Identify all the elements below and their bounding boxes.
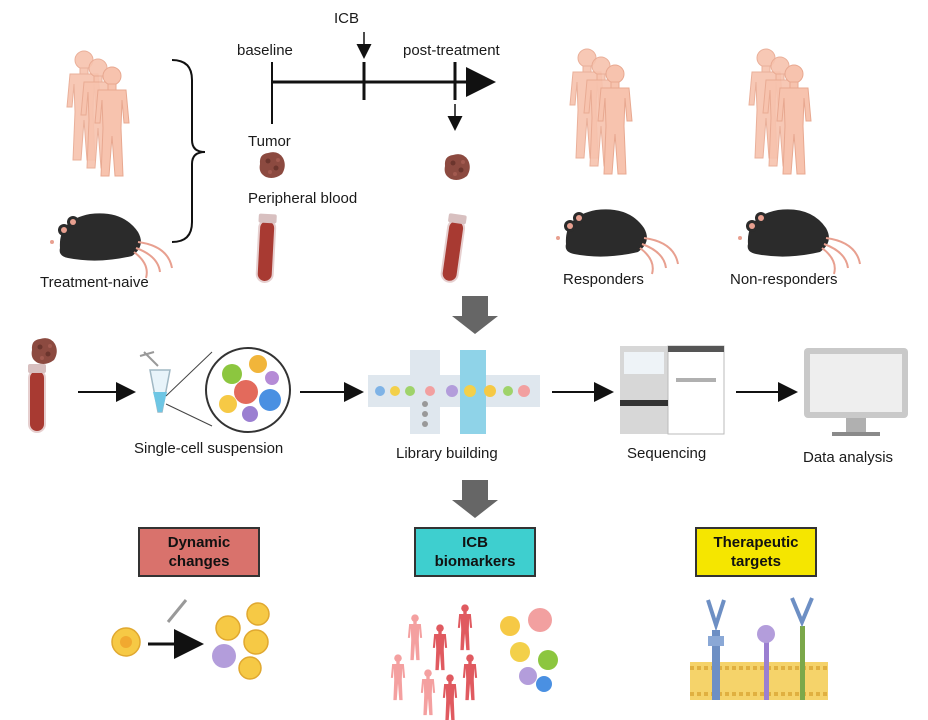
workflow-blood-tube-icon	[27, 363, 47, 433]
icb-biomarkers-line2: biomarkers	[434, 553, 516, 570]
non-responders-label: Non-responders	[730, 271, 838, 288]
dynamic-changes-box: Dynamic changes	[138, 527, 260, 577]
icb-label: ICB	[334, 10, 360, 27]
single-cell-suspension-label: Single-cell suspension	[134, 440, 284, 457]
icb-biomarkers-illustration	[390, 604, 558, 720]
sequencing-label: Sequencing	[627, 445, 707, 462]
post-tumor-icon	[444, 154, 470, 180]
sequencer-icon	[620, 345, 725, 435]
dynamic-changes-line2: changes	[168, 553, 230, 570]
treatment-naive-mouse-icon	[49, 212, 173, 279]
workflow-tumor-icon	[31, 338, 57, 364]
data-analysis-label: Data analysis	[803, 449, 894, 466]
therapeutic-targets-box: Therapeutic targets	[695, 527, 817, 577]
dynamic-changes-line1: Dynamic	[167, 534, 231, 551]
therapeutic-targets-illustration	[690, 597, 828, 700]
cell-suspension-circle	[205, 347, 291, 433]
non-responders-mouse-icon	[737, 208, 861, 275]
baseline-blood-tube-icon	[254, 212, 278, 284]
dynamic-changes-illustration	[111, 599, 270, 680]
treatment-naive-people-icon	[66, 50, 130, 177]
monitor-icon	[804, 348, 908, 436]
peripheral-blood-label: Peripheral blood	[248, 190, 358, 207]
single-cell-tube-icon	[139, 351, 213, 427]
down-arrow-bottom	[452, 480, 498, 518]
icb-biomarkers-box: ICB biomarkers	[414, 527, 536, 577]
responders-people-icon	[569, 48, 633, 175]
therapeutic-targets-line2: targets	[730, 553, 782, 570]
post-treatment-label: post-treatment	[403, 42, 500, 59]
library-building-label: Library building	[396, 445, 498, 462]
non-responders-people-icon	[748, 48, 812, 175]
responders-label: Responders	[563, 271, 644, 288]
therapeutic-targets-line1: Therapeutic	[713, 534, 799, 551]
down-arrow-top	[452, 296, 498, 334]
tumor-label: Tumor	[248, 133, 291, 150]
grouping-brace	[171, 59, 206, 243]
library-building-icon	[368, 350, 540, 434]
icb-biomarkers-line1: ICB	[462, 534, 488, 551]
baseline-label: baseline	[237, 42, 293, 59]
post-blood-tube-icon	[438, 212, 468, 284]
treatment-naive-label: Treatment-naive	[40, 274, 149, 291]
baseline-tumor-icon	[259, 152, 285, 178]
responders-mouse-icon	[555, 208, 679, 275]
